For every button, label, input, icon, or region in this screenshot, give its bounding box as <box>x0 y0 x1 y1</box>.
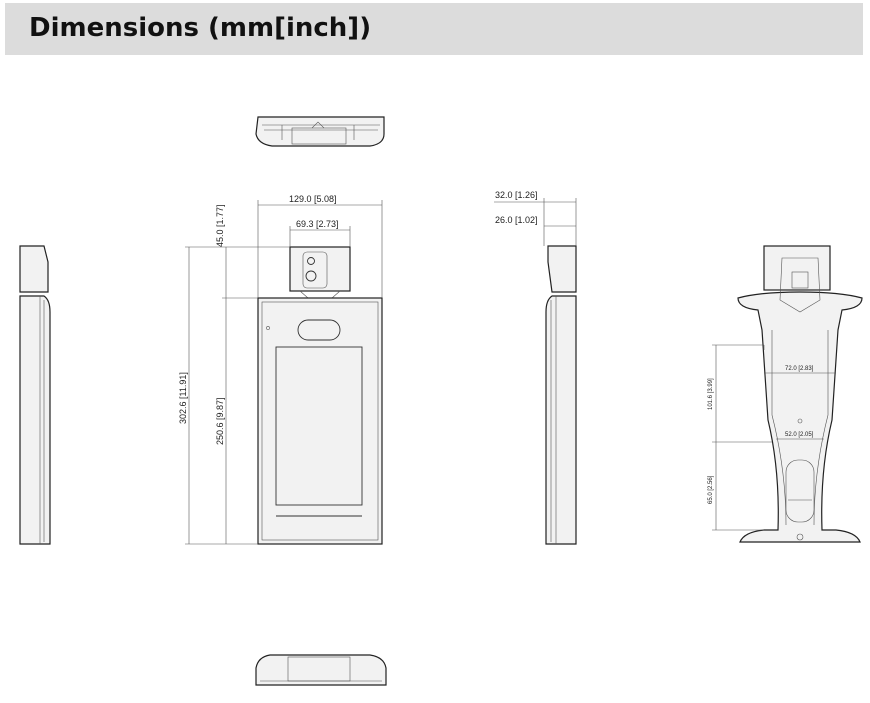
front-width-label: 129.0 [5.08] <box>289 194 337 204</box>
left-side-view <box>19 245 51 545</box>
page-title: Dimensions (mm[inch]) <box>29 13 372 43</box>
front-view: 129.0 [5.08] 69.3 [2.73] 45.0 [1.77] 302… <box>178 194 383 545</box>
camera-width-label: 69.3 [2.73] <box>296 219 339 229</box>
rear-width-lower-label: 52.0 [2.05] <box>785 432 814 438</box>
top-view <box>255 116 385 147</box>
rear-height-lower-label: 65.0 [2.56] <box>708 475 714 504</box>
total-height-label: 302.6 [11.91] <box>178 372 188 424</box>
side-depth-total-label: 32.0 [1.26] <box>495 190 538 200</box>
rear-view: 72.0 [2.83] 52.0 [2.05] 101.6 [3.99] 65.… <box>708 245 863 543</box>
side-depth-body-label: 26.0 [1.02] <box>495 215 538 225</box>
rear-width-upper-label: 72.0 [2.83] <box>785 366 814 372</box>
rear-height-upper-label: 101.6 [3.99] <box>708 378 714 410</box>
body-height-label: 250.6 [9.87] <box>215 397 225 445</box>
right-side-view: 32.0 [1.26] 26.0 [1.02] <box>494 190 577 545</box>
title-bar: Dimensions (mm[inch]) <box>5 3 863 55</box>
camera-height-label: 45.0 [1.77] <box>215 204 225 247</box>
bottom-view <box>255 654 387 686</box>
